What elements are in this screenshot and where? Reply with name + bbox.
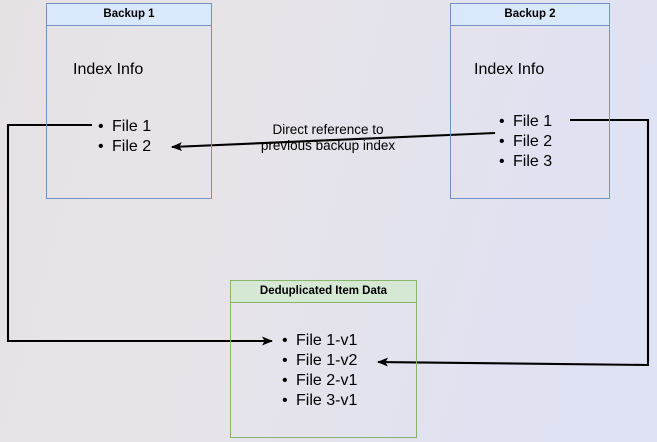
list-item: File 1 (98, 117, 151, 137)
list-item: File 1-v2 (282, 351, 357, 371)
backup2-file-list: File 1 File 2 File 3 (496, 112, 552, 172)
list-item: File 2-v1 (282, 371, 357, 391)
backup1-title: Backup 1 (47, 4, 211, 26)
list-item: File 1-v1 (282, 331, 357, 351)
backup2-index-info-label: Index Info (474, 61, 545, 78)
backup1-file-list: File 1 File 2 (95, 117, 151, 157)
list-item: File 2 (499, 132, 552, 152)
dedup-file-list: File 1-v1 File 1-v2 File 2-v1 File 3-v1 (279, 331, 357, 411)
list-item: File 3-v1 (282, 391, 357, 411)
deduplicated-item-data-title: Deduplicated Item Data (231, 281, 416, 303)
backup1-box: Backup 1 Index Info File 1 File 2 (46, 3, 212, 199)
list-item: File 2 (98, 137, 151, 157)
backup2-box: Backup 2 Index Info File 1 File 2 File 3 (450, 3, 610, 199)
list-item: File 3 (499, 152, 552, 172)
deduplicated-item-data-box: Deduplicated Item Data File 1-v1 File 1-… (230, 280, 417, 438)
list-item: File 1 (499, 112, 552, 132)
backup2-title: Backup 2 (451, 4, 609, 26)
backup1-index-info-label: Index Info (73, 61, 144, 78)
direct-reference-annotation: Direct reference to previous backup inde… (260, 122, 396, 153)
